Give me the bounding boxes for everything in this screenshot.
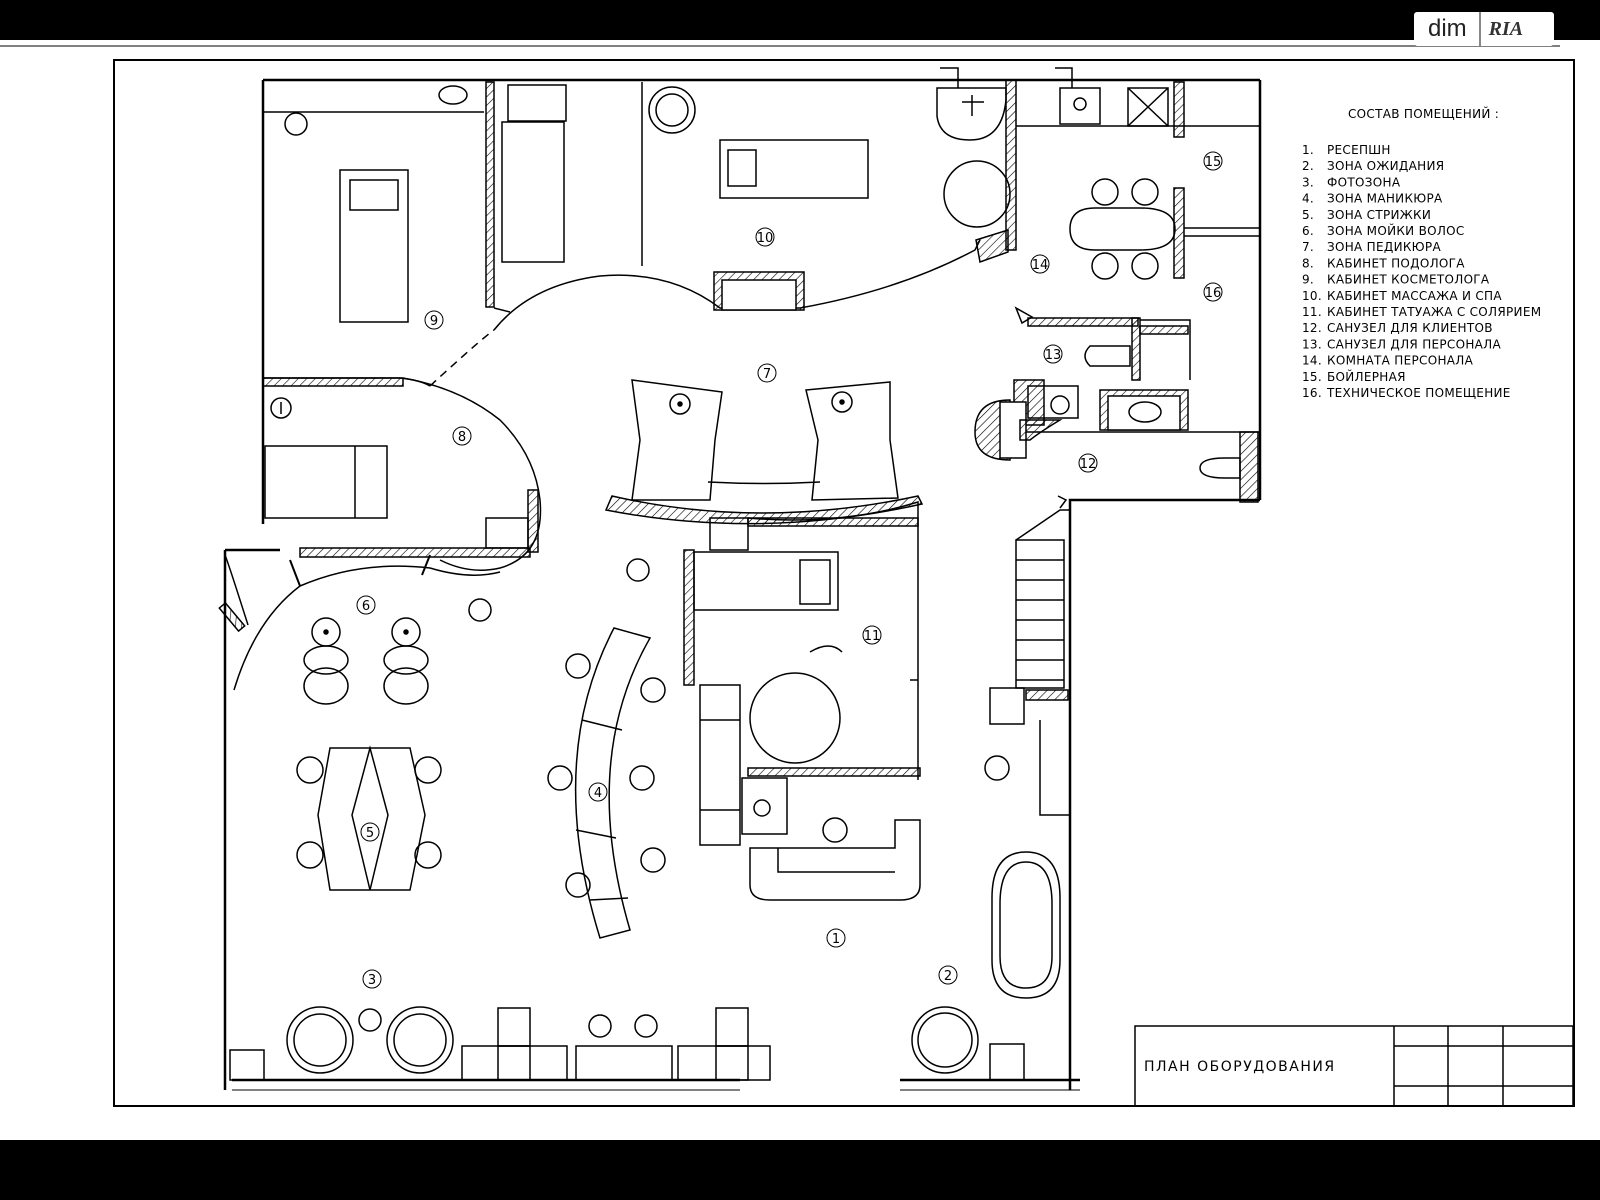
pedicure-chairs (604, 379, 924, 525)
watermark-logo: dim RIA (1414, 12, 1554, 46)
curved-partition (493, 239, 981, 331)
room-4-label: 4 (594, 786, 602, 801)
room-markers (356, 151, 1223, 989)
room-1-label: 1 (832, 932, 840, 947)
legend-item-label: КОМНАТА ПЕРСОНАЛА (1327, 354, 1474, 368)
legend-item-number: 10. (1302, 289, 1322, 303)
legend-item-label: РЕСЕПШН (1327, 143, 1391, 157)
wash-stations (303, 617, 429, 705)
cutting-table (296, 745, 442, 891)
room-legend: СОСТАВ ПОМЕЩЕНИЙ : 1. РЕСЕПШН 2. ЗОНА ОЖИДА… (1302, 106, 1541, 400)
legend-item-label: КАБИНЕТ МАССАЖА И СПА (1327, 289, 1502, 303)
room-8-label: 8 (458, 430, 466, 445)
legend-item-label: КАБИНЕТ КОСМЕТОЛОГА (1327, 273, 1490, 287)
room-10-label: 10 (757, 231, 774, 246)
legend-item-label: ТЕХНИЧЕСКОЕ ПОМЕЩЕНИЕ (1326, 386, 1511, 400)
room-7-label: 7 (763, 367, 771, 382)
legend-item-number: 3. (1302, 175, 1314, 189)
watermark-right: RIA (1478, 12, 1523, 46)
door-6 (224, 554, 249, 626)
legend-item-label: КАБИНЕТ ТАТУАЖА С СОЛЯРИЕМ (1327, 305, 1541, 319)
outer-walls (223, 78, 1262, 1091)
door-swing (429, 329, 495, 387)
room-11-label: 11 (864, 629, 881, 644)
room-9-label: 9 (430, 314, 438, 329)
legend-item-number: 11. (1302, 305, 1322, 319)
reception-desk (741, 777, 921, 901)
legend-item-number: 6. (1302, 224, 1314, 238)
legend-item-label: ЗОНА СТРИЖКИ (1327, 208, 1431, 222)
drawing-sheet: 1 2 3 4 5 6 7 8 9 10 11 12 13 14 15 16 С… (0, 40, 1600, 1140)
legend-item-label: БОЙЛЕРНАЯ (1327, 369, 1406, 384)
sanitary-block (974, 306, 1260, 509)
legend-item-label: САНУЗЕЛ ДЛЯ ПЕРСОНАЛА (1327, 337, 1502, 351)
legend-item-label: ЗОНА МАНИКЮРА (1327, 192, 1443, 206)
watermark-left: dim (1428, 15, 1467, 42)
wall-8-6 (299, 547, 531, 558)
legend-item-label: ФОТОЗОНА (1327, 175, 1401, 189)
room-14-label: 14 (1032, 258, 1049, 273)
legend-item-number: 9. (1302, 273, 1314, 287)
floor-plan: 1 2 3 4 5 6 7 8 9 10 11 12 13 14 15 16 С… (0, 45, 1575, 1107)
room-2-label: 2 (944, 969, 952, 984)
legend-item-label: ЗОНА ПЕДИКЮРА (1327, 240, 1441, 254)
room-8 (262, 377, 542, 571)
manicure-table (468, 558, 666, 939)
legend-item-number: 4. (1302, 192, 1314, 206)
legend-item-label: ЗОНА ОЖИДАНИЯ (1327, 159, 1444, 173)
legend-item-number: 5. (1302, 208, 1314, 222)
staircase (989, 509, 1070, 816)
legend-item-number: 12. (1302, 321, 1322, 335)
room-16-label: 16 (1205, 286, 1222, 301)
legend-item-number: 8. (1302, 256, 1314, 270)
legend-item-label: КАБИНЕТ ПОДОЛОГА (1327, 256, 1465, 270)
legend-item-number: 1. (1302, 143, 1314, 157)
legend-item-number: 16. (1302, 386, 1322, 400)
room-10-partition (641, 67, 1017, 311)
room-11 (683, 500, 921, 846)
room-12-label: 12 (1080, 457, 1097, 472)
room-6-label: 6 (362, 599, 370, 614)
title-block-title: ПЛАН ОБОРУДОВАНИЯ (1144, 1059, 1336, 1075)
room-6-curve (233, 565, 501, 691)
room-5-label: 5 (366, 826, 374, 841)
room-15-label: 15 (1205, 155, 1222, 170)
legend-item-number: 2. (1302, 159, 1314, 173)
legend-title: СОСТАВ ПОМЕЩЕНИЙ : (1348, 106, 1499, 121)
drawing-frame (113, 59, 1575, 1107)
title-block (1134, 1025, 1574, 1107)
waiting-sofa (911, 755, 1061, 1081)
legend-item-label: САНУЗЕЛ ДЛЯ КЛИЕНТОВ (1327, 321, 1493, 335)
rooms-14-16 (1016, 67, 1260, 280)
legend-item-number: 7. (1302, 240, 1314, 254)
room-3-label: 3 (368, 973, 376, 988)
room-13-label: 13 (1045, 348, 1062, 363)
room-9-partition (263, 81, 567, 387)
photo-zone-furniture (229, 1006, 771, 1081)
room-marker-labels: 1 2 3 4 5 6 7 8 9 10 11 12 13 14 15 16 (362, 155, 1221, 988)
legend-item-number: 14. (1302, 354, 1322, 368)
legend-item-label: ЗОНА МОЙКИ ВОЛОС (1327, 223, 1465, 238)
legend-item-number: 13. (1302, 337, 1322, 351)
legend-item-number: 15. (1302, 370, 1322, 384)
